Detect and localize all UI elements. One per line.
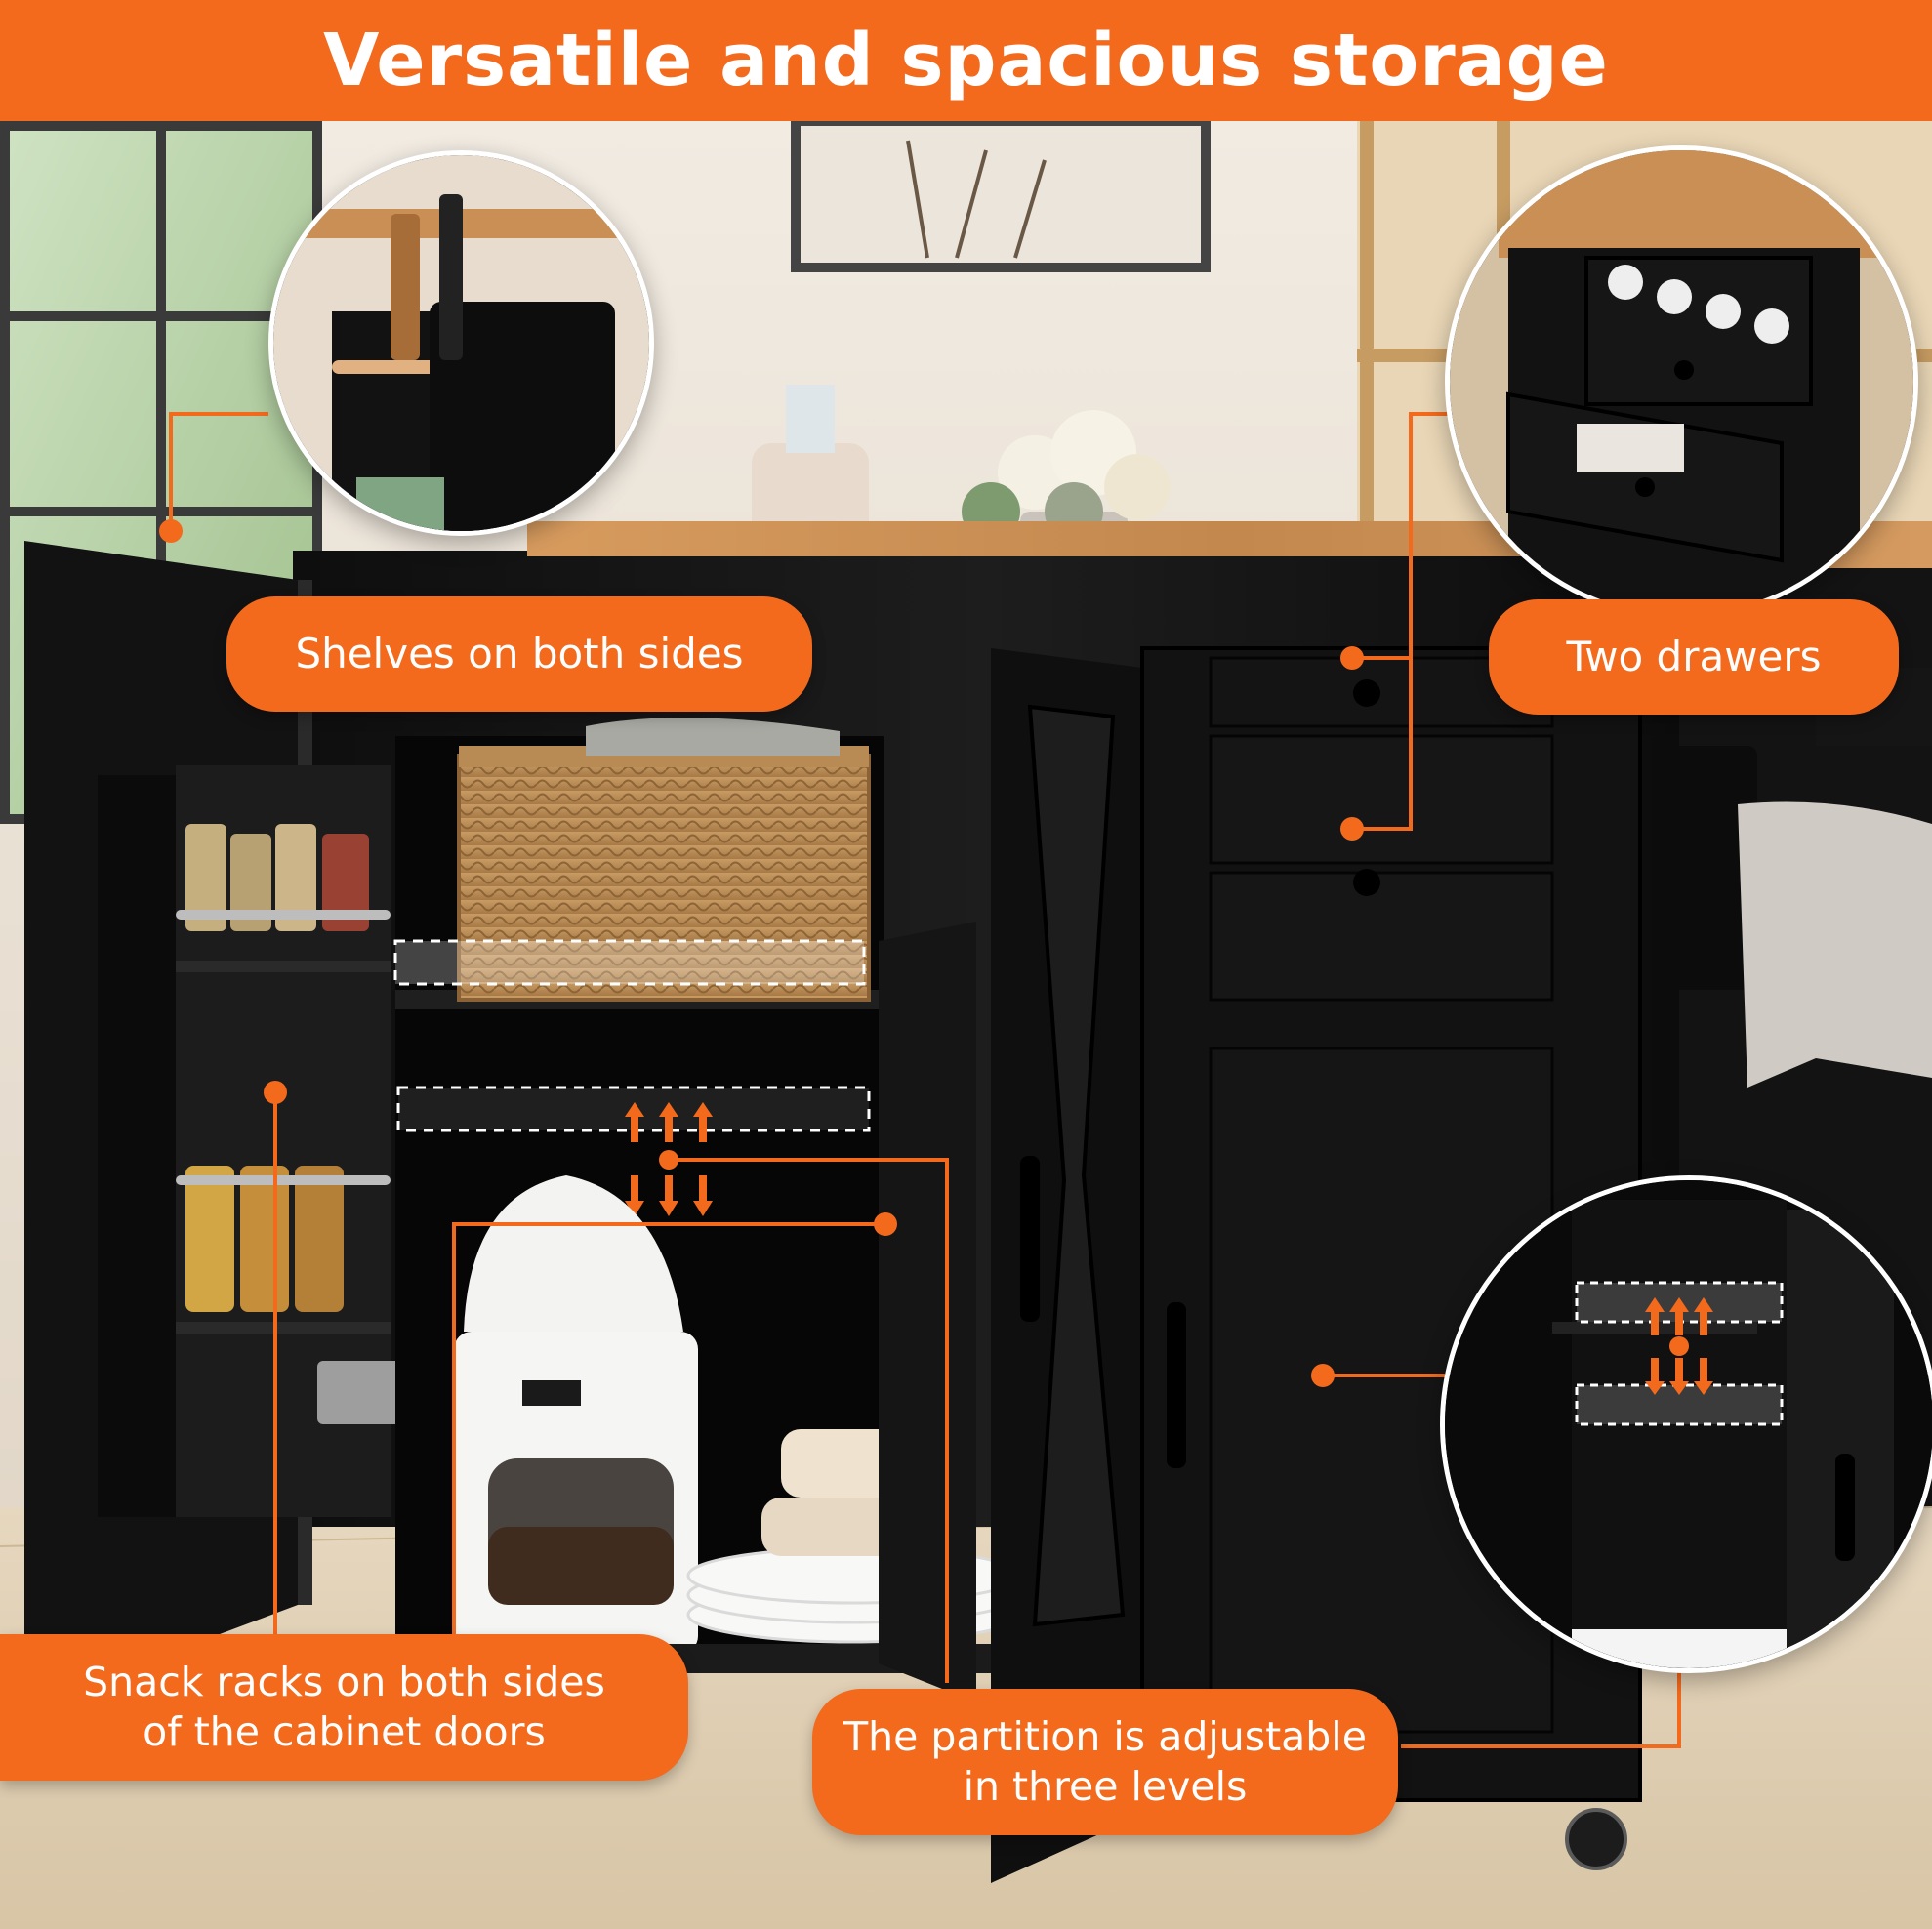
callout-shelves: Shelves on both sides [226,596,812,712]
header-banner: Versatile and spacious storage [0,0,1932,121]
callout-partition: The partition is adjustable in three lev… [812,1689,1398,1835]
callout-dots [159,519,1364,1387]
callout-snack-racks: Snack racks on both sides of the cabinet… [0,1634,688,1781]
coffee-maker [454,1175,698,1673]
shelf-detail-circle [268,150,654,536]
adjust-arrows [625,1102,713,1216]
callout-drawers: Two drawers [1489,599,1899,715]
spice-jars-top [176,824,391,931]
product-scene: Shelves on both sides Two drawers Snack … [0,116,1932,1929]
spice-jars-bottom [176,1166,391,1312]
partition-indicator-upper [393,939,866,986]
partition-detail-circle [1440,1175,1932,1673]
drawer-detail-circle [1445,145,1918,619]
page-title: Versatile and spacious storage [323,19,1609,103]
